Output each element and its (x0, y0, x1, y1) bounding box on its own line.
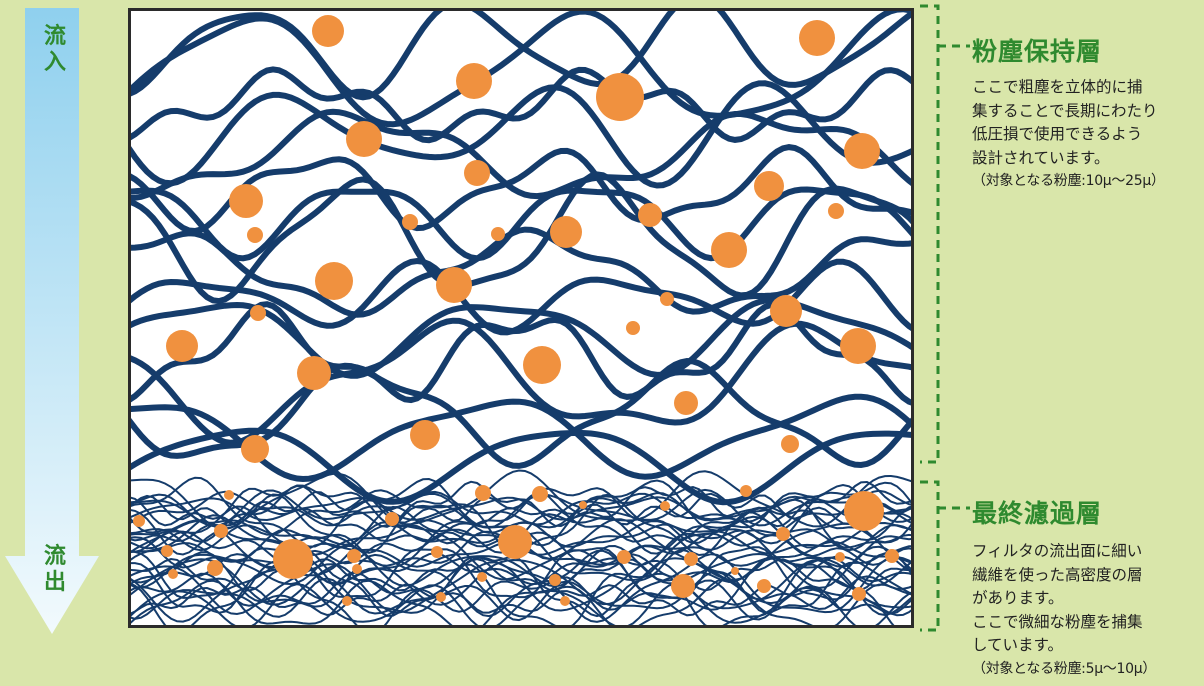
dust-particle (491, 227, 505, 241)
dust-particle (456, 63, 492, 99)
coarse-fiber (131, 321, 914, 443)
dust-particle (626, 321, 640, 335)
dust-particle (241, 435, 269, 463)
final-layer-title: 最終濾過層 (972, 494, 1102, 530)
final-layer-bracket (920, 482, 970, 630)
dust-particle (840, 328, 876, 364)
coarse-fibers (131, 11, 914, 502)
dust-particle (273, 539, 313, 579)
filter-cross-section (128, 8, 914, 628)
dust-particle (250, 305, 266, 321)
inflow-label: 流入 (38, 24, 72, 76)
dust-particle (617, 550, 631, 564)
dust-particle (828, 203, 844, 219)
dust-particle (781, 435, 799, 453)
dust-particle (168, 569, 178, 579)
dust-particle (523, 346, 561, 384)
dust-particle (133, 515, 145, 527)
dust-particle (754, 171, 784, 201)
dust-particle (464, 160, 490, 186)
dust-particle (214, 524, 228, 538)
dust-particle (498, 525, 532, 559)
dust-particle (674, 391, 698, 415)
dust-particle (229, 184, 263, 218)
dust-particle (757, 579, 771, 593)
dust-particle (684, 552, 698, 566)
dust-particle (660, 292, 674, 306)
dust-particle (740, 485, 752, 497)
dust-particle (475, 485, 491, 501)
outflow-label: 流出 (38, 544, 72, 596)
dust-particle (532, 486, 548, 502)
final-desc-line: があります。 (972, 587, 1204, 611)
dust-particle (799, 20, 835, 56)
dust-particle (549, 574, 561, 586)
dust-particle (166, 330, 198, 362)
dust-particle (660, 501, 670, 511)
dust-particle (161, 545, 173, 557)
dust-particle (844, 491, 884, 531)
retention-desc-line: 設計されています。 (972, 147, 1204, 171)
dust-particle (207, 560, 223, 576)
dust-particle (315, 262, 353, 300)
retention-desc-line: ここで粗塵を立体的に捕 (972, 76, 1204, 100)
dust-particle (550, 216, 582, 248)
retention-layer-bracket (920, 6, 970, 462)
dust-particle (731, 567, 739, 575)
dust-particle (297, 356, 331, 390)
dust-particle (579, 501, 587, 509)
dust-particle (247, 227, 263, 243)
dust-particle (835, 552, 845, 562)
dust-particle (347, 549, 361, 563)
dust-particle (770, 295, 802, 327)
dust-particle (671, 574, 695, 598)
final-desc-line: フィルタの流出面に細い (972, 540, 1204, 564)
final-layer-description: フィルタの流出面に細い 繊維を使った高密度の層 があります。 ここで微細な粉塵を… (972, 540, 1204, 681)
filter-fiber-diagram (131, 11, 914, 628)
final-target-dust-note: （対象となる粉塵:5μ〜10μ） (972, 658, 1204, 682)
dust-particle (352, 564, 362, 574)
dust-particle (596, 73, 644, 121)
retention-desc-line: 低圧損で使用できるよう (972, 123, 1204, 147)
dust-particle (477, 572, 487, 582)
final-desc-line: ここで微細な粉塵を捕集 (972, 611, 1204, 635)
dust-particle (224, 490, 234, 500)
dust-particle (638, 203, 662, 227)
dust-particle (385, 512, 399, 526)
retention-target-dust-note: （対象となる粉塵:10μ〜25μ） (972, 170, 1204, 194)
retention-desc-line: 集することで長期にわたり (972, 100, 1204, 124)
dust-particle (312, 15, 344, 47)
dust-particle (402, 214, 418, 230)
dust-particle (436, 267, 472, 303)
dust-particle (711, 232, 747, 268)
dust-particle (560, 596, 570, 606)
dust-particle (844, 133, 880, 169)
dust-particle (342, 596, 352, 606)
retention-layer-description: ここで粗塵を立体的に捕 集することで長期にわたり 低圧損で使用できるよう 設計さ… (972, 76, 1204, 194)
final-desc-line: しています。 (972, 634, 1204, 658)
final-desc-line: 繊維を使った高密度の層 (972, 564, 1204, 588)
layer-brackets (914, 0, 974, 640)
dust-particle (436, 592, 446, 602)
retention-layer-title: 粉塵保持層 (972, 32, 1102, 68)
dust-particle (885, 549, 899, 563)
dust-particle (410, 420, 440, 450)
dust-particle (776, 527, 790, 541)
dust-particle (852, 587, 866, 601)
dust-particle (346, 121, 382, 157)
dust-particle (431, 546, 443, 558)
